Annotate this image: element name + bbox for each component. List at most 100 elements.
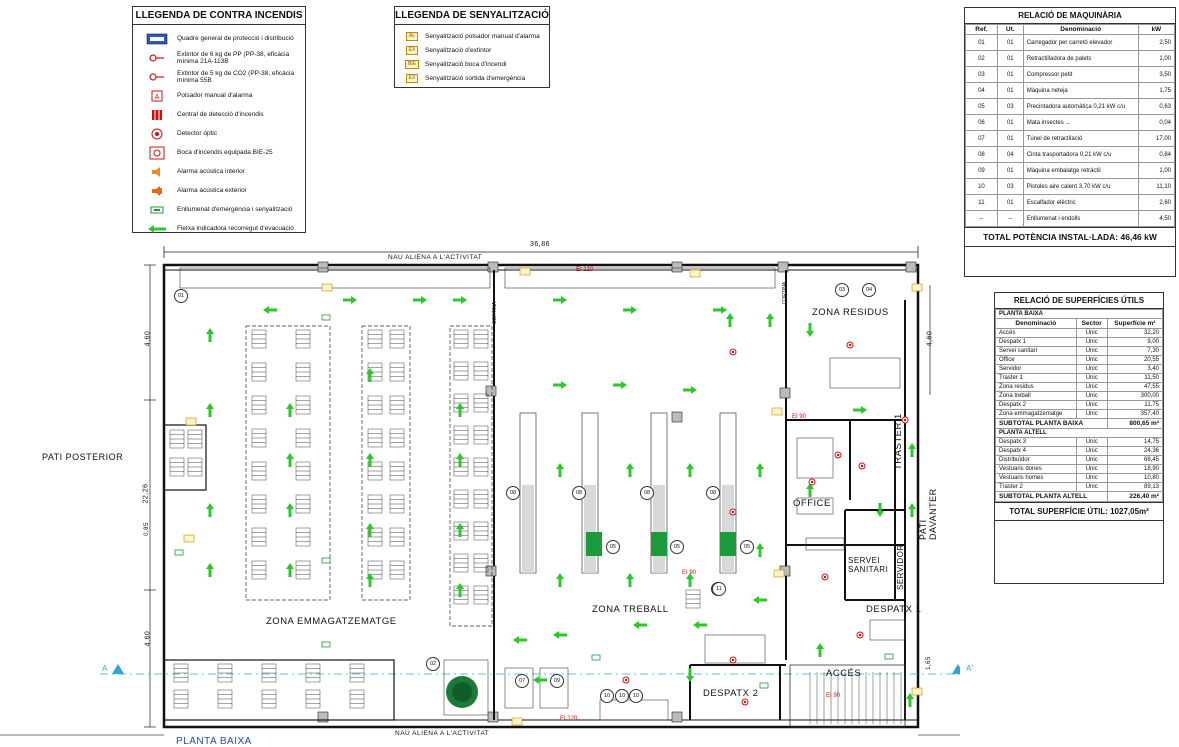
table-cell: 300,00 xyxy=(1106,391,1164,401)
machinery-title: RELACIÓ DE MAQUINÀRIA xyxy=(964,7,1176,24)
surfaces-header: Denominació xyxy=(995,318,1077,329)
machinery-header: kW xyxy=(1137,24,1176,35)
table-cell: Mata insectes ... xyxy=(1022,114,1139,131)
table-cell: 32,20 xyxy=(1106,328,1164,338)
pati-posterior-label: PATI POSTERIOR xyxy=(42,452,124,462)
machine-ref-label: 03 xyxy=(835,283,849,297)
surfaces-title: RELACIÓ DE SUPERFÍCIES ÚTILS xyxy=(994,292,1164,309)
traster1-label: TRASTER 1 xyxy=(893,413,904,470)
table-cell: -- xyxy=(996,210,1024,227)
exit-sign-icon xyxy=(519,267,531,276)
table-cell: Pistoles aire calent 3,70 kW c/u xyxy=(1022,178,1139,195)
interior-alarm-icon xyxy=(137,166,177,178)
emergency-light-icon xyxy=(321,314,331,321)
table-cell: Únic xyxy=(1075,409,1108,419)
emergency-light-icon xyxy=(321,557,331,564)
table-cell: Zona residus xyxy=(995,382,1077,392)
table-cell: 18,90 xyxy=(1106,464,1164,474)
evacuation-arrow-icon xyxy=(556,573,564,587)
evacuation-arrow-icon xyxy=(766,313,774,327)
machinery-total: TOTAL POTÈNCIA INSTAL·LADA: 46,46 kW xyxy=(964,227,1176,247)
ei-label-top: EI 120 xyxy=(576,267,594,273)
fire-legend-row: Central de detecció d'incendis xyxy=(137,105,301,124)
evacuation-arrow-icon xyxy=(908,443,916,457)
exit-sign-icon xyxy=(689,269,701,278)
table-cell: Únic xyxy=(1075,328,1108,338)
table-cell: Únic xyxy=(1075,437,1108,447)
table-cell: Escalfador elèctric xyxy=(1022,194,1139,211)
evacuation-arrow-icon xyxy=(456,453,464,467)
table-cell: 01 xyxy=(996,130,1024,147)
cortina-label-2: CORTINA xyxy=(782,281,789,305)
table-cell: Distribuïdor xyxy=(995,455,1077,465)
table-cell: Accés xyxy=(995,328,1077,338)
table-cell: 0,84 xyxy=(1137,146,1176,163)
panel-icon xyxy=(137,33,177,45)
evacuation-arrow-icon xyxy=(623,306,637,314)
surfaces-total: TOTAL SUPERFÍCIE ÚTIL: 1027,05m² xyxy=(994,502,1164,521)
table-cell: 03 xyxy=(996,178,1024,195)
machinery-table: RELACIÓ DE MAQUINÀRIA Ref.Ut.Denominació… xyxy=(964,7,1176,277)
table-cell: Únic xyxy=(1075,337,1108,347)
hose-icon xyxy=(137,146,177,160)
exit-sign-icon xyxy=(771,407,783,416)
evacuation-arrow-icon xyxy=(513,636,527,644)
machine-ref-label: 08 xyxy=(506,486,520,500)
evacuation-arrow-icon xyxy=(556,463,564,477)
evacuation-arrow-icon xyxy=(456,583,464,597)
table-cell: 357,40 xyxy=(1106,409,1164,419)
exit-sign-icon xyxy=(185,417,197,426)
table-cell: 04 xyxy=(965,82,998,99)
evacuation-arrow-icon xyxy=(366,453,374,467)
evacuation-arrow-icon xyxy=(713,306,727,314)
signal-icon: EX xyxy=(399,73,425,83)
table-cell: 2,60 xyxy=(1137,194,1176,211)
surfaces-header: Superfície m² xyxy=(1106,318,1164,329)
emergency-light-icon xyxy=(759,682,769,689)
evacuation-arrow-icon xyxy=(553,296,567,304)
table-cell: Despatx 2 xyxy=(995,400,1077,410)
control-center-icon xyxy=(137,109,177,121)
table-cell: 01 xyxy=(996,114,1024,131)
table-cell: 68,45 xyxy=(1106,455,1164,465)
table-cell: 05 xyxy=(965,98,998,115)
table-cell: Traster 2 xyxy=(995,482,1077,492)
evacuation-arrow-icon xyxy=(413,296,427,304)
fire-legend-row: Quadre general de protecció i distribuci… xyxy=(137,29,301,48)
exit-sign-icon xyxy=(911,687,923,696)
evacuation-arrow-icon xyxy=(206,328,214,342)
evacuation-arrow-icon xyxy=(806,483,814,497)
fire-legend-text: Detector òptic xyxy=(177,130,218,137)
table-cell: 06 xyxy=(965,114,998,131)
table-cell: Vestuaris homes xyxy=(995,473,1077,483)
fire-legend-text: Alarma acústica exterior xyxy=(177,187,247,194)
subtotal-value: 800,65 m² xyxy=(1106,418,1164,429)
subtotal-label: SUBTOTAL PLANTA BAIXA xyxy=(995,418,1108,429)
exterior-alarm-icon xyxy=(137,185,177,197)
table-cell: 1,00 xyxy=(1137,50,1176,67)
table-cell: 24,36 xyxy=(1106,446,1164,456)
zona-residus-label: ZONA RESIDUS xyxy=(812,307,889,318)
floor-plan-drawing xyxy=(0,246,960,736)
acces-label: ACCÉS xyxy=(826,668,862,679)
dimension-left-mid: 22,26 xyxy=(142,483,150,504)
evacuation-arrow-icon xyxy=(816,643,824,657)
table-cell: 01 xyxy=(996,66,1024,83)
table-cell: Màquina neteja xyxy=(1022,82,1139,99)
dimension-left-bottom: 4,60 xyxy=(144,630,152,647)
